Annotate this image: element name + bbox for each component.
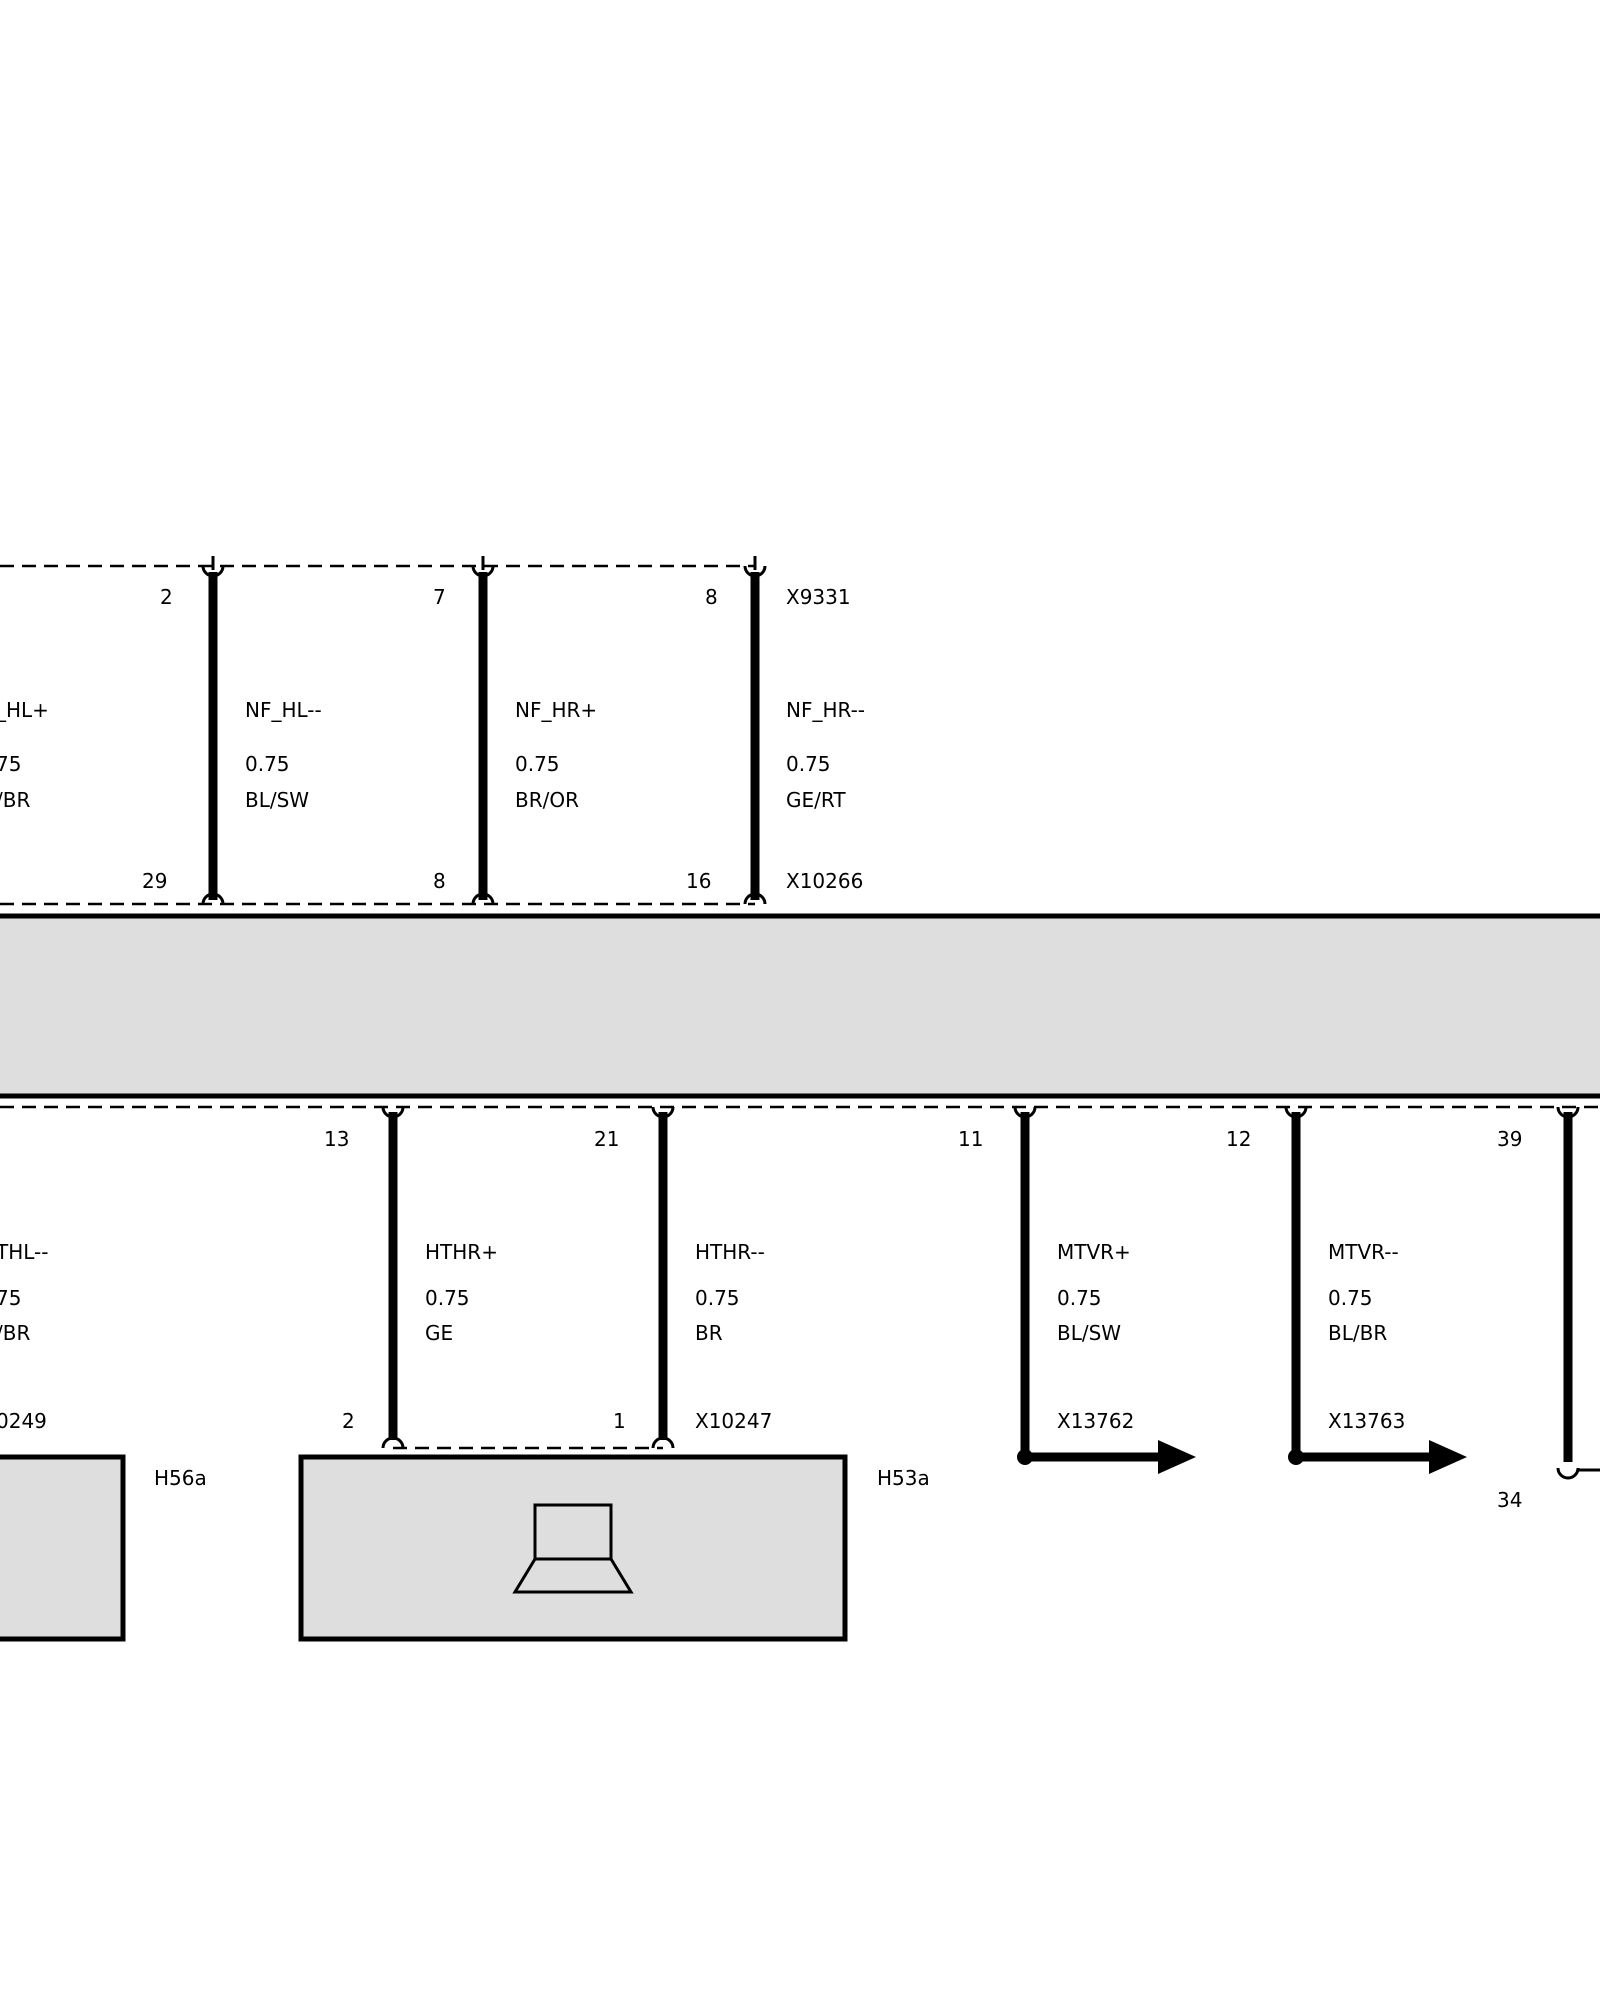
connector-label: X13762 — [1057, 1409, 1134, 1433]
wire-size: 0.75 — [425, 1286, 470, 1310]
pin-arc — [381, 1436, 405, 1449]
wire-size: 0.75 — [695, 1286, 740, 1310]
pin-label: 1 — [613, 1409, 626, 1433]
pin-label: 11 — [958, 1127, 983, 1151]
wire-signal: NF_HL-- — [245, 698, 322, 722]
connector-label: X13763 — [1328, 1409, 1405, 1433]
wire-color: /BR — [0, 1321, 30, 1345]
pin-label: 8 — [433, 869, 446, 893]
wire-size: 0.75 — [1328, 1286, 1373, 1310]
wire-size: 75 — [0, 752, 21, 776]
wire-size: 0.75 — [515, 752, 560, 776]
pin-label: 7 — [433, 585, 446, 609]
connector-label: X10247 — [695, 1409, 772, 1433]
pin-label: 29 — [142, 869, 167, 893]
wire-color: BL/BR — [1328, 1321, 1387, 1345]
component-h53a — [298, 1454, 848, 1642]
pin-label: 12 — [1226, 1127, 1251, 1151]
pin-label: 2 — [342, 1409, 355, 1433]
connector-label: 0249 — [0, 1409, 47, 1433]
connector-label: X9331 — [786, 585, 851, 609]
wire-signal: MTVR+ — [1057, 1240, 1131, 1264]
wire-color: /BR — [0, 788, 30, 812]
wire-signal: HTHR+ — [425, 1240, 498, 1264]
wire-color: GE/RT — [786, 788, 846, 812]
laptop-icon — [512, 1503, 634, 1594]
wire-color: GE — [425, 1321, 453, 1345]
arrow-right-icon — [1288, 1440, 1467, 1474]
wire-size: 0.75 — [786, 752, 831, 776]
pin-label: 13 — [324, 1127, 349, 1151]
wire-size: 0.75 — [1057, 1286, 1102, 1310]
pin-label: 16 — [686, 869, 711, 893]
pin-label: 34 — [1497, 1488, 1522, 1512]
component-h56a — [0, 1454, 126, 1642]
wire-signal: MTVR-- — [1328, 1240, 1399, 1264]
wire-signal: NF_HR-- — [786, 698, 865, 722]
top-pin-arcs — [201, 556, 767, 905]
wire-signal: THL-- — [0, 1240, 48, 1264]
wire-signal: NF_HR+ — [515, 698, 597, 722]
wire-color: BR/OR — [515, 788, 579, 812]
control-module — [0, 913, 1600, 1099]
component-label: H53a — [877, 1466, 930, 1490]
component-label: H56a — [154, 1466, 207, 1490]
pin-label: 2 — [160, 585, 173, 609]
wire-color: BL/SW — [245, 788, 309, 812]
pin-arc — [651, 1436, 675, 1449]
wire-signal: _HL+ — [0, 698, 49, 722]
pin-label: 39 — [1497, 1127, 1522, 1151]
connector-label: X10266 — [786, 869, 863, 893]
pin-label: 21 — [594, 1127, 619, 1151]
wire-size: 0.75 — [245, 752, 290, 776]
wire-signal: HTHR-- — [695, 1240, 765, 1264]
arrow-right-icon — [1017, 1440, 1196, 1474]
wire-size: 75 — [0, 1286, 21, 1310]
bottom-pin-arcs — [381, 1106, 1600, 1480]
pin-label: 8 — [705, 585, 718, 609]
wire-color: BR — [695, 1321, 723, 1345]
wire-color: BL/SW — [1057, 1321, 1121, 1345]
